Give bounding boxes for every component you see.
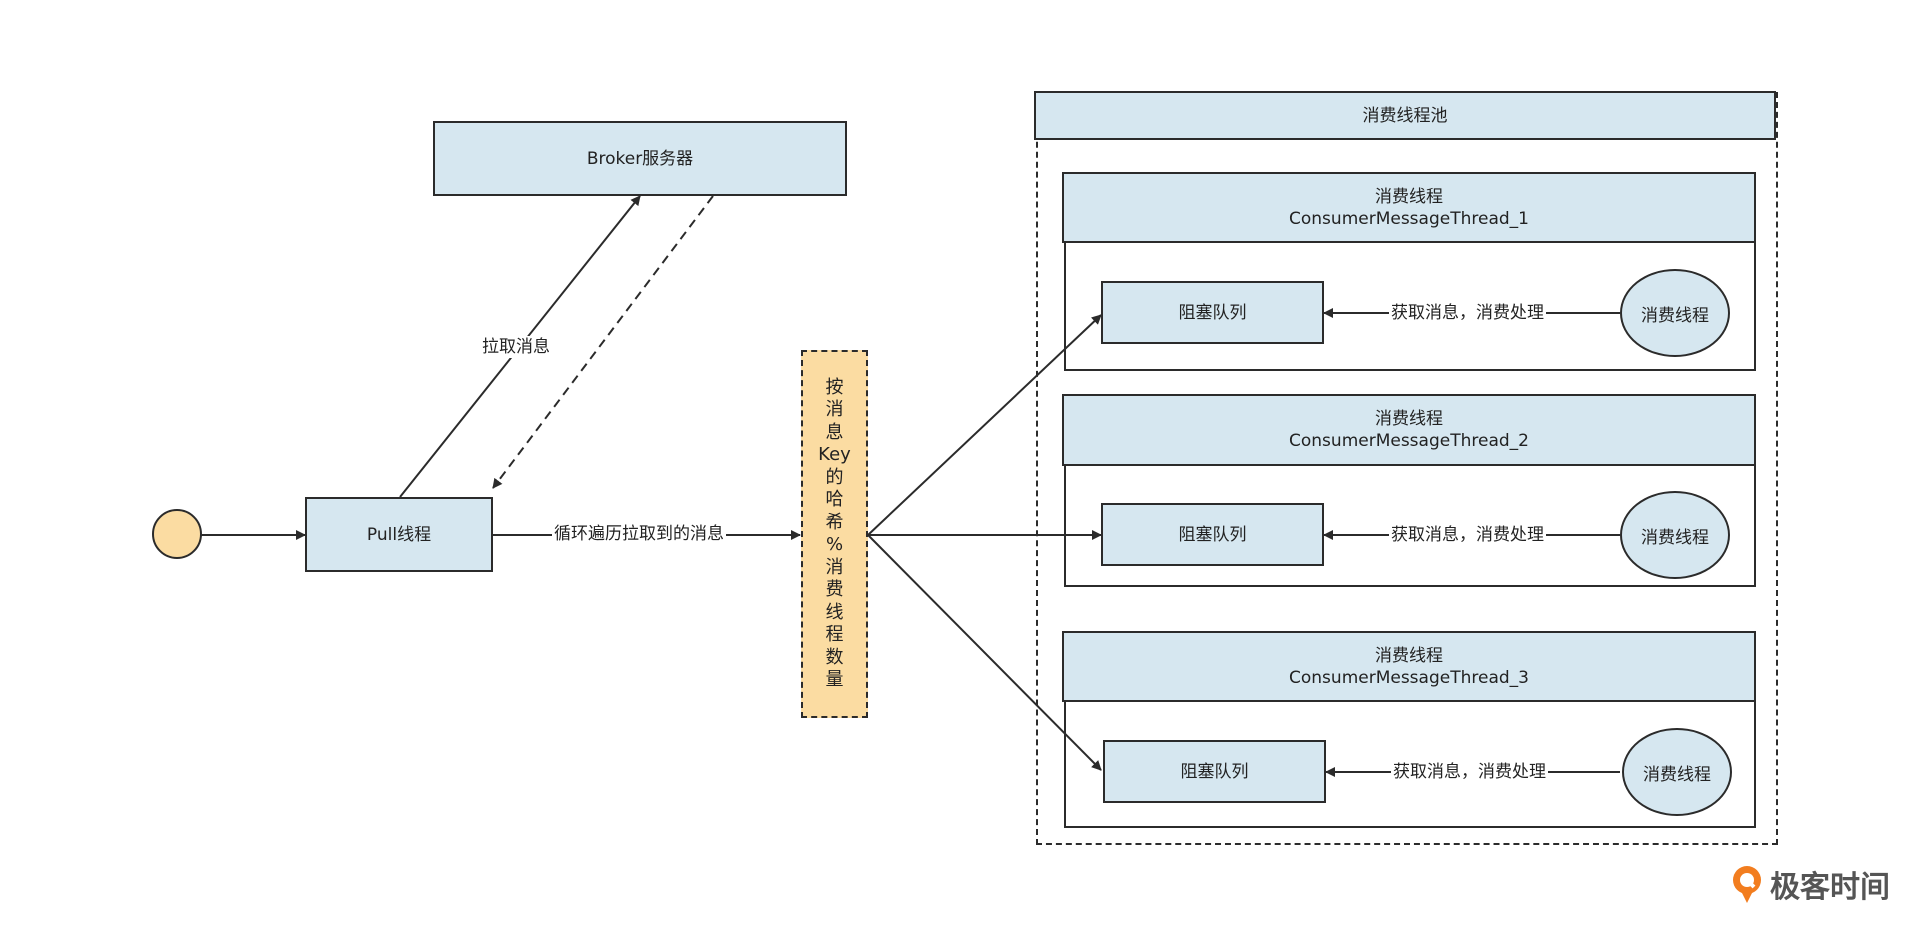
broker-to-pull-dashed-arrow bbox=[492, 195, 714, 489]
loop-messages-label: 循环遍历拉取到的消息 bbox=[552, 523, 726, 545]
hash-label-char: 量 bbox=[825, 669, 844, 690]
consumer-thread-3-header: 消费线程 ConsumerMessageThread_3 bbox=[1062, 631, 1756, 702]
blocking-queue-1: 阻塞队列 bbox=[1101, 281, 1324, 344]
pull-thread-label: Pull线程 bbox=[366, 524, 432, 545]
consumer-thread-2-title: 消费线程 ConsumerMessageThread_2 bbox=[1289, 409, 1529, 451]
blocking-queue-2: 阻塞队列 bbox=[1101, 503, 1324, 566]
hash-label-char: 息 bbox=[825, 421, 844, 443]
hash-label-char: 数 bbox=[825, 646, 844, 668]
thread-pool-title-box: 消费线程池 bbox=[1034, 91, 1776, 140]
consume-action-2-label: 获取消息，消费处理 bbox=[1389, 524, 1546, 546]
hash-to-queue3-arrow bbox=[867, 534, 1102, 771]
worker-thread-3-label: 消费线程 bbox=[1643, 764, 1711, 785]
hash-label-char: 费 bbox=[825, 579, 844, 600]
consumer-thread-3-title: 消费线程 ConsumerMessageThread_3 bbox=[1289, 645, 1529, 688]
blocking-queue-3-label: 阻塞队列 bbox=[1180, 761, 1249, 782]
blocking-queue-1-label: 阻塞队列 bbox=[1178, 302, 1247, 323]
pull-message-label: 拉取消息 bbox=[480, 336, 552, 358]
consume-action-1-label: 获取消息，消费处理 bbox=[1389, 302, 1546, 324]
blocking-queue-2-label: 阻塞队列 bbox=[1178, 524, 1247, 545]
hash-label-char: 的 bbox=[825, 466, 844, 488]
broker-label: Broker服务器 bbox=[586, 148, 694, 169]
hash-to-queue1-arrow bbox=[867, 314, 1102, 536]
hash-label-char: 希 bbox=[825, 511, 844, 533]
blocking-queue-3: 阻塞队列 bbox=[1103, 740, 1326, 803]
pull-thread-box: Pull线程 bbox=[305, 497, 493, 572]
broker-server-box: Broker服务器 bbox=[433, 121, 847, 196]
geektime-logo-text: 极客时间 bbox=[1770, 870, 1890, 905]
consumer-thread-2-header: 消费线程 ConsumerMessageThread_2 bbox=[1062, 394, 1756, 466]
hash-label-char: 按 bbox=[825, 376, 844, 398]
worker-thread-1: 消费线程 bbox=[1620, 269, 1730, 357]
hash-label-char: 哈 bbox=[825, 489, 844, 510]
worker-thread-2-label: 消费线程 bbox=[1641, 527, 1709, 548]
hash-label-char: 程 bbox=[825, 624, 844, 645]
hash-label-char: 消 bbox=[825, 556, 844, 578]
consumer-thread-1-header: 消费线程 ConsumerMessageThread_1 bbox=[1062, 172, 1756, 243]
geektime-logo-icon bbox=[1733, 866, 1761, 903]
consume-action-3-label: 获取消息，消费处理 bbox=[1391, 761, 1548, 783]
worker-thread-2: 消费线程 bbox=[1620, 491, 1730, 579]
consumer-thread-1-title: 消费线程 ConsumerMessageThread_1 bbox=[1289, 186, 1529, 229]
hash-label-char: Key bbox=[818, 444, 851, 465]
start-node bbox=[152, 509, 202, 559]
hash-label-char: 线 bbox=[825, 601, 844, 623]
worker-thread-3: 消费线程 bbox=[1622, 728, 1732, 816]
thread-pool-title: 消费线程池 bbox=[1362, 105, 1448, 126]
hash-label-char: 消 bbox=[825, 399, 844, 420]
worker-thread-1-label: 消费线程 bbox=[1641, 305, 1709, 326]
hash-label-char: % bbox=[825, 534, 844, 555]
geektime-logo: 极客时间 bbox=[1730, 862, 1890, 906]
